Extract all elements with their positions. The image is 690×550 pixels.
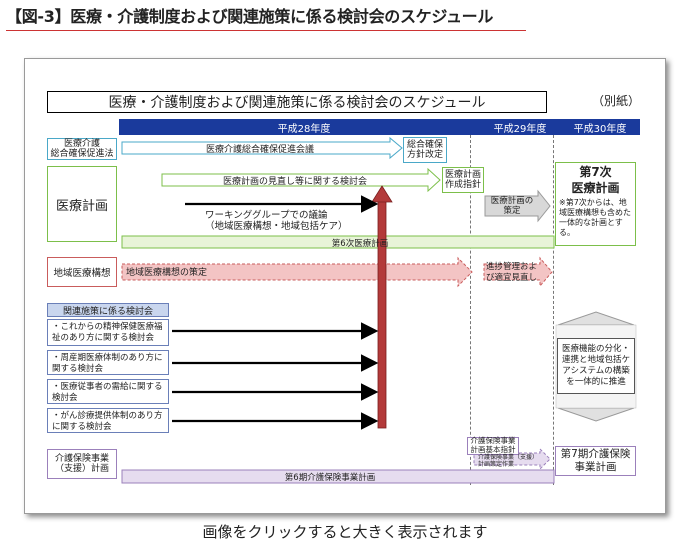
meeting-item-3: ・医療従事者の需給に関する検討会 (47, 379, 169, 404)
seventh-kaigo-box: 第7期介護保険 事業計画 (555, 446, 636, 476)
iryou-guideline-box: 医療計画 作成指針 (442, 167, 484, 193)
year-h30: 平成30年度 (573, 123, 627, 135)
vertical-arrow-head (371, 185, 393, 203)
sixth-plan-text: 第6次医療計画 (331, 238, 389, 249)
meeting-item-4: ・がん診療提供体制のあり方に関する検討会 (47, 408, 169, 433)
law-arrow-text: 医療介護総合確保促進会議 (205, 144, 314, 155)
diagram-title: 医療・介護制度および関連施策に係る検討会のスケジュール (47, 91, 547, 113)
law-result-box: 総合確保 方針改定 (403, 137, 447, 163)
year-divider-h30 (553, 135, 554, 485)
iryou-strategy-arrow (484, 189, 551, 223)
chiiki-review-text: 進捗管理およ び適宜見直し (486, 262, 538, 283)
iryou-review-arrow (161, 167, 441, 193)
seventh-plan-title: 第7次 医療計画 (571, 165, 620, 195)
seventh-plan-note: ※第7次からは、地域医療構想も含めた一体的な計画とする。 (559, 198, 631, 238)
chiiki-review-arrow (483, 256, 553, 288)
wg-text: ワーキンググループでの議論 （地域医療構想・地域包括ケア） (205, 210, 348, 233)
row-label-chiiki: 地域医療構想 (47, 257, 117, 287)
row-label-law: 医療介護 総合確保促進法 (47, 138, 117, 160)
seventh-plan-box: 第7次 医療計画 ※第7次からは、地域医療構想も含めた一体的な計画とする。 (555, 162, 636, 246)
year-h29: 平成29年度 (493, 123, 547, 135)
page-title: 【図-3】医療・介護制度および関連施策に係る検討会のスケジュール (6, 7, 494, 26)
title-rule (6, 30, 526, 31)
appendix-label: （別紙） (592, 94, 641, 108)
meeting-item-1: ・これからの精神保健医療福祉のあり方に関する検討会 (47, 319, 169, 346)
chevron-up (557, 311, 635, 326)
group-header-meetings: 関連施策に係る検討会 (47, 303, 169, 317)
row-label-iryou: 医療計画 (47, 166, 117, 242)
meeting-item-2: ・周産期医療体制のあり方に関する検討会 (47, 350, 169, 375)
integration-note: 医療機能の分化・連携と地域包括ケアシステムの構築を一体的に推進 (557, 338, 635, 394)
year-divider-h29 (470, 135, 471, 485)
vertical-arrow-body (377, 199, 387, 429)
law-arrow (121, 136, 403, 160)
iryou-strategy-text: 医療計画の 策定 (490, 196, 534, 216)
year-h28: 平成28年度 (277, 123, 331, 135)
row-label-kaigo: 介護保険事業 （支援）計画 (47, 449, 117, 479)
iryou-review-text: 医療計画の見直し等に関する検討会 (222, 176, 367, 187)
kaigo-small-text: 介護保険事業（支援） 計画策定作業 (478, 454, 539, 468)
chiiki-plan-text: 地域医療構想の策定 (126, 268, 208, 278)
sixth-plan-band (121, 235, 555, 249)
kaigo-sixth-band (121, 469, 555, 484)
kaigo-sixth-text: 第6期介護保険事業計画 (284, 473, 376, 483)
enlarge-image-link[interactable]: 画像をクリックすると大きく表示されます (202, 523, 488, 541)
chevron-down (557, 407, 635, 422)
kaigo-guideline-box: 介護保険事業 計画基本指針 (467, 437, 519, 455)
timeline-bar (119, 119, 640, 135)
